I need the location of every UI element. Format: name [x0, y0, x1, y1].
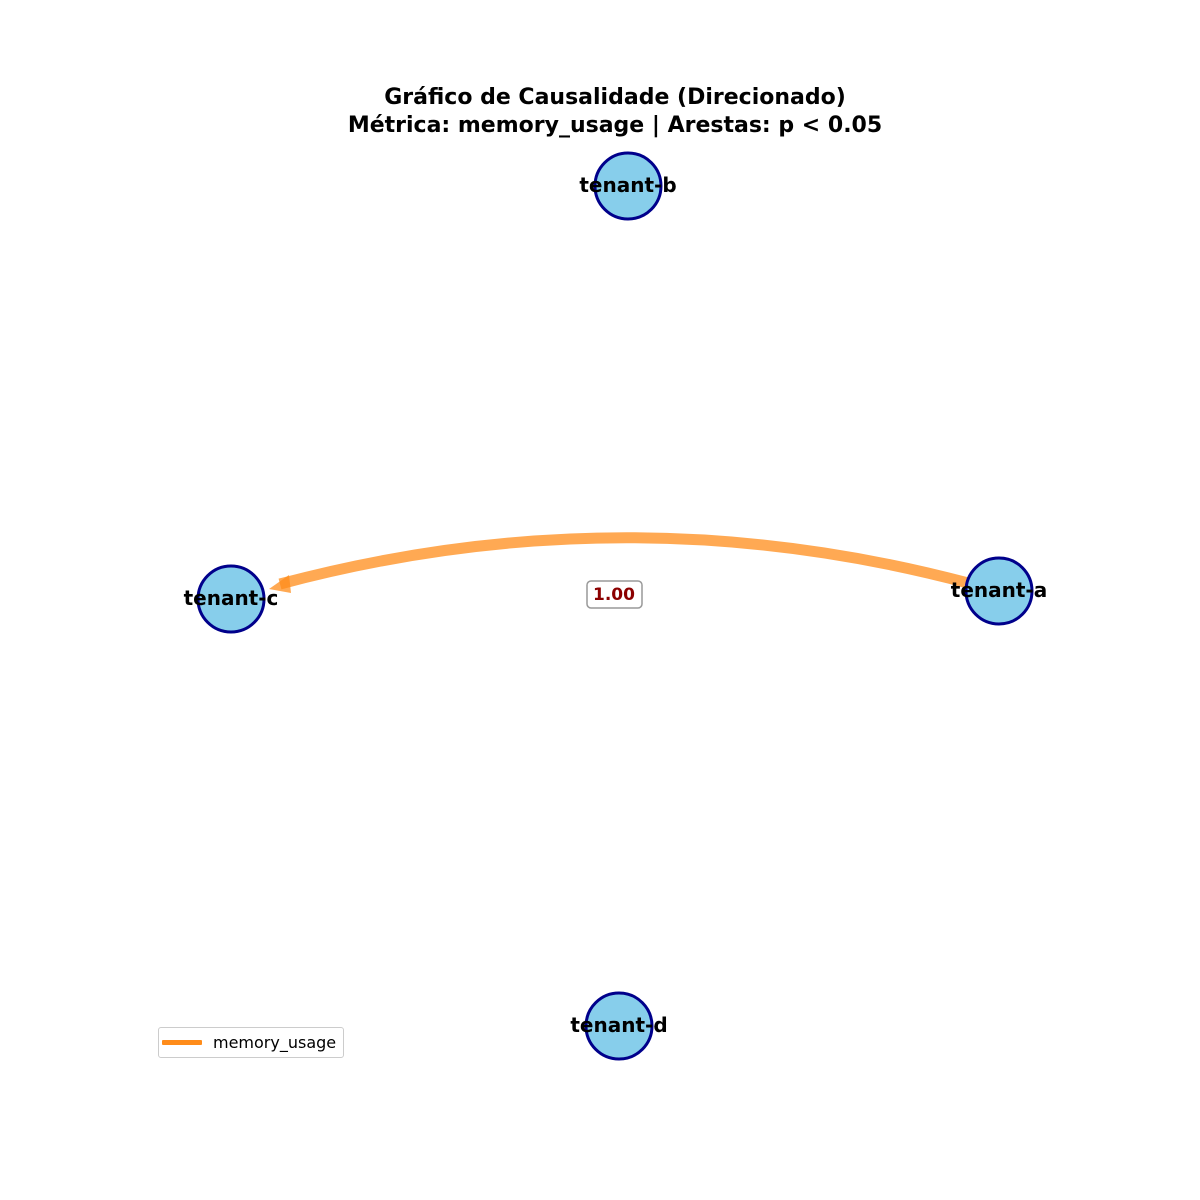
chart-title: Gráfico de Causalidade (Direcionado) Mét… — [0, 84, 1200, 140]
node-label-tenant-c: tenant-c — [184, 586, 279, 610]
node-label-tenant-a: tenant-a — [951, 578, 1047, 602]
title-line-2: Métrica: memory_usage | Arestas: p < 0.0… — [347, 113, 883, 138]
edge-arrowhead — [269, 575, 291, 593]
node-label-tenant-d: tenant-d — [570, 1013, 667, 1037]
legend-label: memory_usage — [213, 1033, 337, 1052]
node-tenant-d[interactable]: tenant-d — [570, 991, 668, 1061]
legend: memory_usage — [158, 1027, 344, 1058]
node-tenant-b[interactable]: tenant-b — [579, 151, 677, 221]
node-label-tenant-b: tenant-b — [579, 173, 676, 197]
title-line-1: Gráfico de Causalidade (Direcionado) — [384, 85, 846, 110]
edge-weight-value: 1.00 — [593, 585, 635, 605]
node-tenant-c[interactable]: tenant-c — [184, 564, 279, 634]
legend-line-swatch — [162, 1040, 202, 1045]
node-tenant-a[interactable]: tenant-a — [951, 556, 1047, 626]
edge-weight-label: 1.00 — [586, 580, 643, 609]
edge-tenant-a-to-tenant-c — [278, 532, 970, 590]
